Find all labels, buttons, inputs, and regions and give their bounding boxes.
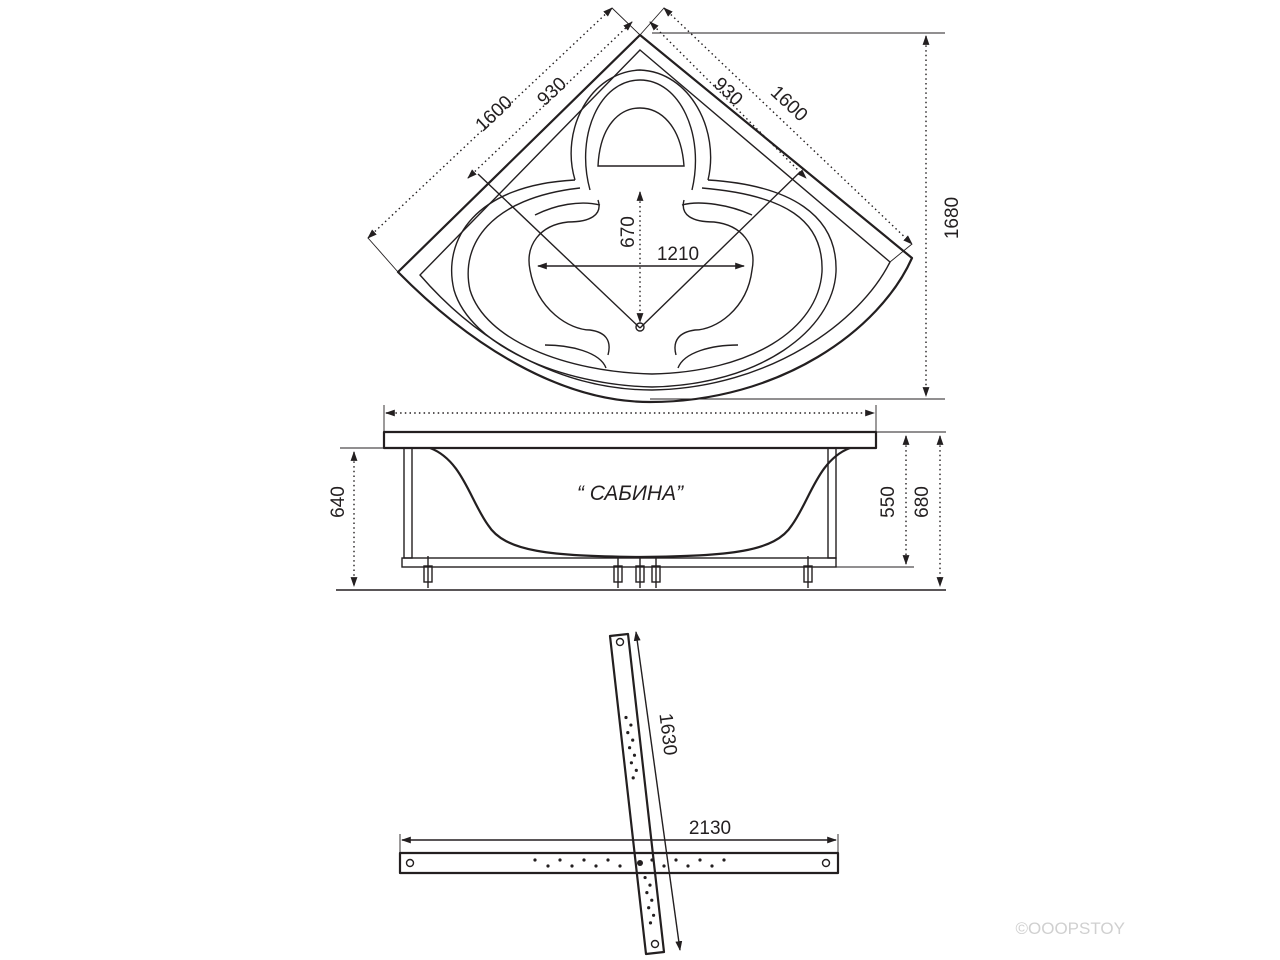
- headrest-inner: [584, 79, 697, 191]
- dim-line-side-outer-right: [663, 7, 913, 245]
- dim-label-right-height-inner: 550: [878, 486, 899, 518]
- frame-hole: [662, 864, 666, 868]
- tub-rim-inner: [419, 49, 891, 391]
- dim-label-side-outer-right: 1600: [766, 82, 811, 126]
- frame-leg-right: [827, 447, 837, 559]
- frame-hole: [582, 858, 586, 862]
- frame-hole: [637, 860, 643, 866]
- frame-hole: [821, 858, 831, 868]
- frame-hole: [624, 715, 628, 720]
- frame-hole: [546, 864, 550, 868]
- watermark: ©OOOPSTOY: [1015, 919, 1125, 938]
- frame-hole: [643, 875, 647, 880]
- frame-hole: [698, 858, 702, 862]
- dim-ext-1: [611, 7, 641, 36]
- dim-label-horizontal-bar: 2130: [689, 818, 731, 839]
- dim-line-diagonal-bar: [633, 631, 683, 951]
- frame-hole: [570, 864, 574, 868]
- frame-hole: [629, 723, 633, 727]
- frame-bar-diagonal: [608, 632, 666, 956]
- dim-ext-4: [889, 243, 913, 263]
- dim-line-side-inner-left: [467, 21, 633, 179]
- frame-holes: [405, 637, 831, 949]
- seat-front-right: [677, 344, 739, 369]
- frame-hole: [651, 913, 656, 917]
- frame-hole: [686, 864, 690, 868]
- frame-hole: [533, 858, 537, 862]
- frame-hole: [558, 858, 562, 862]
- dim-label-bowl-width: 1210: [657, 244, 699, 265]
- seat-front-left: [544, 344, 607, 369]
- plan-view: 1600 930 930 1600 1680 670 1210: [367, 7, 963, 404]
- frame-hole: [618, 864, 622, 868]
- tub-outline: [396, 33, 914, 404]
- frame-hole: [615, 637, 625, 647]
- frame-hole: [710, 864, 714, 868]
- adjustable-foot-3: [635, 556, 645, 588]
- frame-view: 1630 2130: [398, 631, 840, 956]
- dim-line-bowl-diag-left: [477, 173, 641, 329]
- frame-hole: [629, 761, 634, 765]
- dim-label-diagonal-bar: 1630: [654, 712, 680, 757]
- drain-icon: [635, 322, 645, 332]
- frame-hole: [650, 858, 654, 862]
- dim-ext-3: [367, 237, 399, 273]
- seat-left: [534, 202, 601, 216]
- frame-leg-left: [403, 447, 413, 559]
- dim-label-bowl-depth: 670: [618, 216, 639, 248]
- frame-hole: [674, 858, 678, 862]
- frame-bar-horizontal: [398, 851, 840, 875]
- bowl-outer: [450, 179, 837, 388]
- frame-hole: [626, 731, 630, 735]
- frame-hole: [594, 864, 598, 868]
- headrest-pad: [597, 107, 685, 167]
- tub-rim: [382, 430, 878, 450]
- adjustable-foot-5: [803, 556, 813, 588]
- adjustable-foot-2: [613, 556, 623, 588]
- seat-right: [681, 202, 753, 216]
- frame-hole: [650, 939, 660, 949]
- dim-label-side-inner-left: 930: [533, 73, 571, 110]
- frame-hole: [645, 891, 649, 895]
- dim-line-bowl-diag-right: [639, 171, 801, 329]
- frame-hole: [628, 746, 632, 750]
- adjustable-foot-4: [651, 556, 661, 588]
- frame-hole: [722, 858, 726, 862]
- dim-ext-2: [639, 7, 665, 36]
- adjustable-foot-1: [423, 556, 433, 588]
- frame-hole: [648, 921, 653, 925]
- dim-label-left-height: 640: [328, 486, 349, 518]
- frame-hole: [647, 906, 651, 910]
- side-view: “ САБИНА” 640 550 680: [328, 405, 946, 591]
- frame-hole: [631, 738, 635, 742]
- footwell: [528, 199, 754, 356]
- dim-label-side-outer-left: 1600: [472, 92, 517, 136]
- frame-base: [401, 557, 837, 568]
- frame-hole: [405, 858, 415, 868]
- frame-hole: [650, 898, 654, 902]
- model-name: “ САБИНА”: [577, 482, 684, 505]
- frame-hole: [606, 858, 610, 862]
- frame-hole: [634, 768, 638, 772]
- frame-hole: [648, 883, 652, 887]
- dim-label-depth-total: 1680: [942, 197, 963, 239]
- dim-label-right-height-outer: 680: [912, 486, 933, 518]
- frame-hole: [632, 753, 637, 757]
- dim-label-side-inner-right: 930: [709, 73, 747, 110]
- frame-hole: [631, 776, 635, 780]
